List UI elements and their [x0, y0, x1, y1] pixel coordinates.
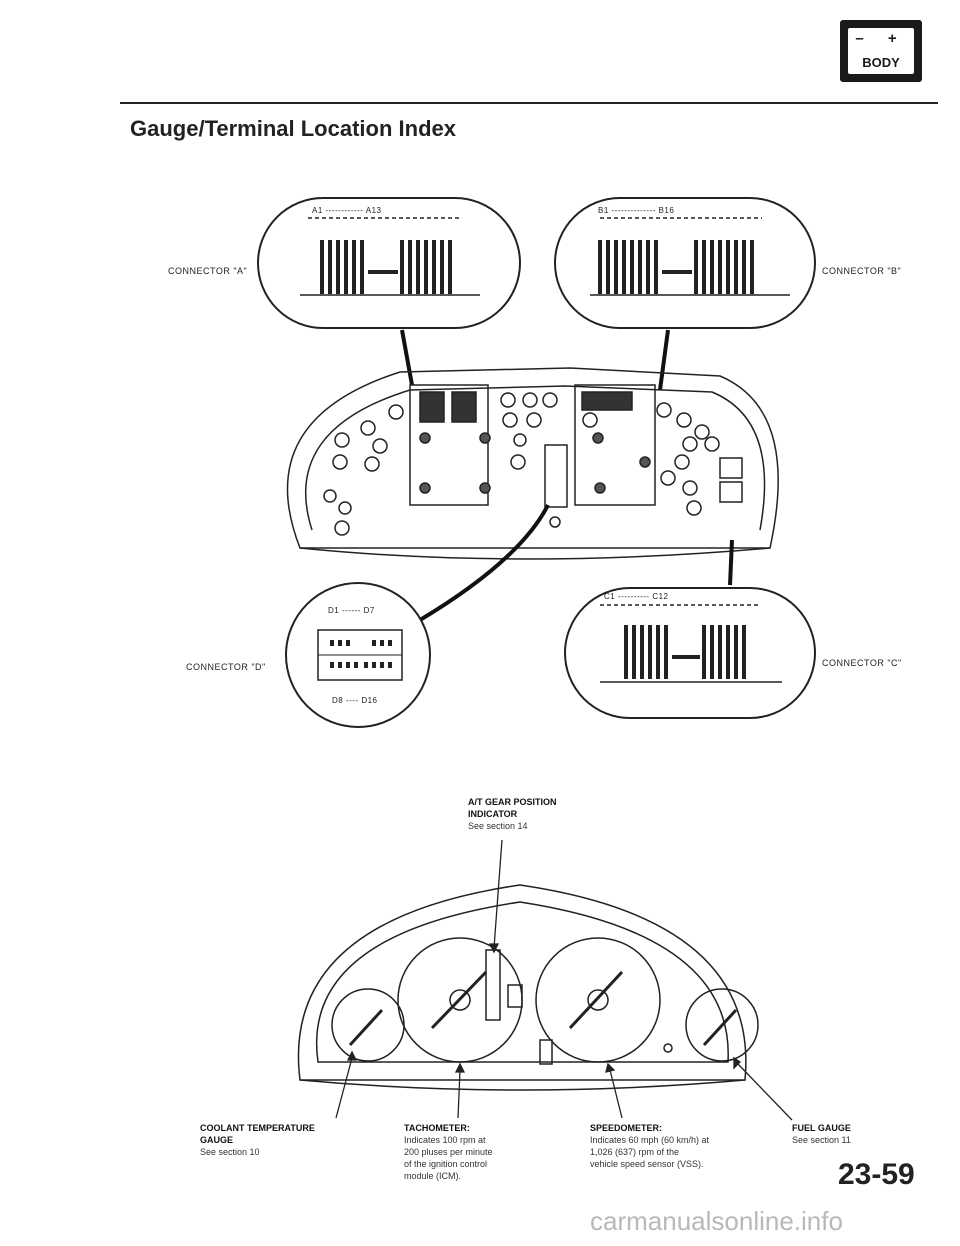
- connector-b-diagram: [554, 197, 816, 329]
- fuel-ref: See section 11: [792, 1135, 851, 1145]
- coolant-dial: [331, 988, 405, 1062]
- header-rule: [120, 102, 938, 104]
- tachometer-line-4: module (ICM).: [404, 1171, 462, 1181]
- connector-b-label: CONNECTOR "B": [822, 266, 902, 276]
- tachometer-line-3: of the ignition control: [404, 1159, 488, 1169]
- tachometer-line-2: 200 pluses per minute: [404, 1147, 493, 1157]
- fuel-gauge-callout: FUEL GAUGE See section 11: [792, 1122, 851, 1146]
- cluster-rear-view: [286, 367, 779, 560]
- fuel-title: FUEL GAUGE: [792, 1123, 851, 1133]
- page-number: 23-59: [838, 1158, 915, 1191]
- speedometer-line-2: 1,026 (637) rpm of the: [590, 1147, 680, 1157]
- at-gear-ref: See section 14: [468, 821, 528, 831]
- watermark: carmanualsonline.info: [590, 1206, 843, 1236]
- cluster-front-view: [297, 884, 759, 1091]
- tachometer-line-1: Indicates 100 rpm at: [404, 1135, 486, 1145]
- connector-c-diagram: [564, 587, 816, 719]
- at-gear-title-1: A/T GEAR POSITION: [468, 797, 557, 807]
- battery-terminal-symbols: – +: [855, 30, 907, 47]
- speedometer-dial: [535, 937, 661, 1063]
- coolant-gauge-callout: COOLANT TEMPERATURE GAUGE See section 10: [200, 1122, 315, 1158]
- fuel-dial: [685, 988, 759, 1062]
- coolant-ref: See section 10: [200, 1147, 260, 1157]
- connector-c-label: CONNECTOR "C": [822, 658, 902, 668]
- page-title: Gauge/Terminal Location Index: [130, 116, 456, 141]
- connector-d-range-top: D1 ------ D7: [328, 606, 375, 615]
- tachometer-callout: TACHOMETER: Indicates 100 rpm at 200 plu…: [404, 1122, 493, 1182]
- connector-c-range: C1 ---------- C12: [604, 592, 669, 601]
- at-gear-indicator-callout: A/T GEAR POSITION INDICATOR See section …: [468, 796, 557, 832]
- speedometer-callout: SPEEDOMETER: Indicates 60 mph (60 km/h) …: [590, 1122, 709, 1170]
- coolant-title-2: GAUGE: [200, 1135, 234, 1145]
- coolant-title-1: COOLANT TEMPERATURE: [200, 1123, 315, 1133]
- connector-d-diagram: [285, 582, 431, 728]
- connector-a-diagram: [257, 197, 521, 329]
- speedometer-line-1: Indicates 60 mph (60 km/h) at: [590, 1135, 710, 1145]
- at-gear-title-2: INDICATOR: [468, 809, 518, 819]
- badge-label: BODY: [862, 55, 900, 70]
- section-badge: – + BODY: [840, 20, 922, 82]
- battery-icon: – + BODY: [848, 28, 914, 74]
- tachometer-title: TACHOMETER:: [404, 1123, 470, 1133]
- connector-d-label: CONNECTOR "D": [186, 662, 266, 672]
- connector-a-label: CONNECTOR "A": [168, 266, 248, 276]
- speedometer-line-3: vehicle speed sensor (VSS).: [590, 1159, 704, 1169]
- connector-a-range: A1 ------------ A13: [312, 206, 382, 215]
- connector-d-range-bottom: D8 ---- D16: [332, 696, 378, 705]
- speedometer-title: SPEEDOMETER:: [590, 1123, 663, 1133]
- connector-b-range: B1 -------------- B16: [598, 206, 675, 215]
